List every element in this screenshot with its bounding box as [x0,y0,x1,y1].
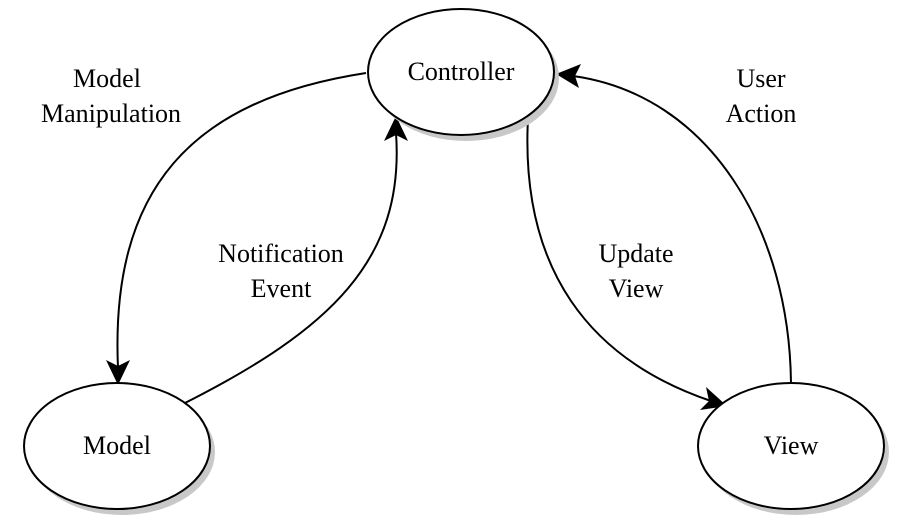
update-view-label-line1: Update [598,239,673,268]
user-action-label-line2: Action [726,99,797,128]
model-manipulation-arrowhead [106,360,130,385]
model-node-ellipse [23,382,211,510]
node-model: Model [23,382,215,515]
edge-user-action: User Action [556,64,797,386]
model-manipulation-label-line2: Manipulation [41,99,181,128]
edge-notification-event: Notification Event [182,116,408,405]
controller-node-label: Controller [408,57,515,86]
notification-event-label-line2: Event [251,274,312,303]
controller-node-ellipse [367,8,555,136]
user-action-line [572,75,792,386]
notification-event-line [182,132,398,405]
node-view: View [697,382,889,515]
node-controller: Controller [367,8,559,141]
user-action-label-line1: User [736,64,785,93]
update-view-line [526,117,712,402]
user-action-arrowhead [556,64,581,88]
edge-update-view: Update View [526,117,727,410]
edge-model-manipulation: Model Manipulation [41,64,367,385]
notification-event-arrowhead [384,116,408,141]
update-view-label-line2: View [609,274,664,303]
view-node-ellipse [697,382,885,510]
model-manipulation-line [116,72,367,369]
model-node-label: Model [83,431,151,460]
notification-event-label-line1: Notification [218,239,344,268]
view-node-label: View [764,431,819,460]
model-manipulation-label-line1: Model [73,64,141,93]
